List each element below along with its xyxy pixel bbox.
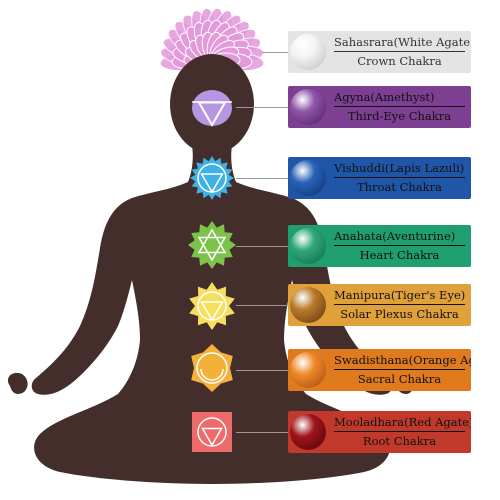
stone-name: Mooladhara(Red Agate) bbox=[334, 414, 471, 432]
stone-name: Vishuddi(Lapis Lazuli) bbox=[334, 160, 465, 178]
gemstone-icon bbox=[290, 352, 326, 388]
chakra-label-swadisthana: Swadisthana(Orange Agate) Sacral Chakra bbox=[288, 349, 471, 391]
connector-line bbox=[236, 107, 288, 108]
connector-line bbox=[236, 432, 288, 433]
connector-line bbox=[236, 178, 288, 179]
gemstone-icon bbox=[290, 287, 326, 323]
connector-line bbox=[236, 370, 288, 371]
gemstone-icon bbox=[290, 34, 326, 70]
chakra-name: Third-Eye Chakra bbox=[347, 109, 452, 123]
chakra-name: Sacral Chakra bbox=[357, 372, 442, 386]
chakra-name: Solar Plexus Chakra bbox=[340, 307, 459, 321]
chakra-name: Root Chakra bbox=[362, 434, 437, 448]
chakra-name: Throat Chakra bbox=[356, 180, 442, 194]
gemstone-icon bbox=[290, 414, 326, 450]
eye-triangle-icon bbox=[192, 90, 232, 127]
chakra-label-anahata: Anahata(Aventurine) Heart Chakra bbox=[288, 225, 471, 267]
chakra-label-manipura: Manipura(Tiger's Eye) Solar Plexus Chakra bbox=[288, 284, 471, 326]
gemstone-icon bbox=[290, 228, 326, 264]
connector-line bbox=[236, 246, 288, 247]
connector-line bbox=[236, 305, 288, 306]
stone-name: Agyna(Amethyst) bbox=[334, 89, 465, 107]
stone-name: Anahata(Aventurine) bbox=[334, 228, 465, 246]
connector-line bbox=[262, 52, 288, 53]
chakra-label-sahasrara: Sahasrara(White Agate) Crown Chakra bbox=[288, 31, 471, 73]
chakra-label-mooladhara: Mooladhara(Red Agate) Root Chakra bbox=[288, 411, 471, 453]
solar-triangle-icon bbox=[189, 282, 235, 330]
chakra-name: Crown Chakra bbox=[357, 54, 442, 68]
crescent-icon bbox=[191, 344, 233, 392]
gemstone-icon bbox=[290, 89, 326, 125]
hexagram-icon bbox=[188, 221, 236, 269]
stone-name: Sahasrara(White Agate) bbox=[334, 34, 471, 52]
gemstone-icon bbox=[290, 160, 326, 196]
stone-name: Swadisthana(Orange Agate) bbox=[334, 352, 471, 370]
root-square-icon bbox=[192, 412, 232, 452]
throat-symbol-icon bbox=[190, 156, 234, 200]
chakra-label-vishuddi: Vishuddi(Lapis Lazuli) Throat Chakra bbox=[288, 157, 471, 199]
stone-name: Manipura(Tiger's Eye) bbox=[334, 287, 465, 305]
chakra-label-agyna: Agyna(Amethyst) Third-Eye Chakra bbox=[288, 86, 471, 128]
chakra-name: Heart Chakra bbox=[359, 248, 440, 262]
